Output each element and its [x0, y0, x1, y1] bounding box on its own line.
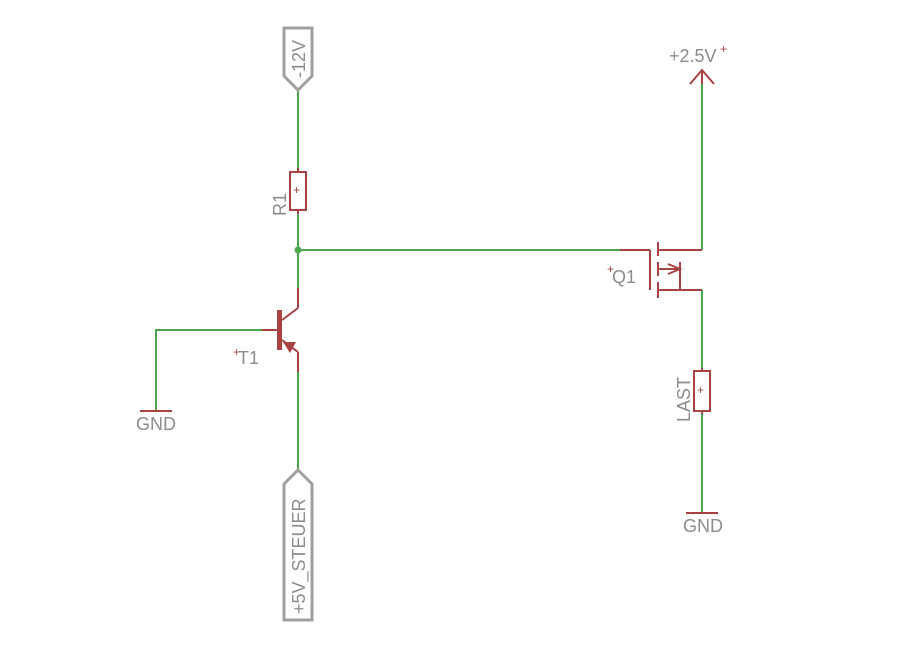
q1-origin-mark: +	[607, 262, 614, 276]
transistor-t1: + T1	[233, 288, 299, 372]
t1-origin-mark: +	[233, 345, 240, 359]
gnd-right-label: GND	[683, 516, 723, 536]
t1-emitter-arrow	[283, 342, 296, 353]
gnd-left: GND	[136, 410, 176, 434]
port-neg12v: -12V	[282, 26, 314, 93]
resistor-last: + LAST	[674, 368, 711, 422]
last-origin-mark: +	[697, 383, 704, 397]
wires	[155, 82, 703, 512]
q1-body-arrow	[667, 263, 683, 275]
r1-origin-mark: +	[293, 183, 300, 197]
port-steuer-label: +5V_STEUER	[289, 498, 310, 614]
supply-plus2-5v-label: +2.5V	[669, 46, 717, 66]
wire-t1-base-to-gnd	[155, 329, 262, 410]
gnd-right: GND	[683, 512, 723, 536]
port-steuer: +5V_STEUER	[282, 467, 314, 622]
t1-collector	[281, 307, 299, 321]
gnd-left-label: GND	[136, 414, 176, 434]
t1-base-bar	[277, 310, 282, 350]
supply-plus2-5v: +2.5V +	[669, 42, 727, 85]
port-neg12v-label: -12V	[289, 40, 309, 78]
mosfet-q1: + Q1	[607, 242, 702, 298]
q1-label: Q1	[612, 267, 636, 287]
resistor-r1: + R1	[270, 168, 307, 216]
r1-label: R1	[270, 193, 290, 216]
last-label: LAST	[674, 377, 694, 422]
t1-label: T1	[238, 348, 259, 368]
port-steuer-frame	[282, 467, 314, 622]
port-neg12v-frame	[282, 26, 314, 93]
junction-dot	[294, 246, 302, 254]
supply-origin-mark: +	[720, 42, 727, 56]
